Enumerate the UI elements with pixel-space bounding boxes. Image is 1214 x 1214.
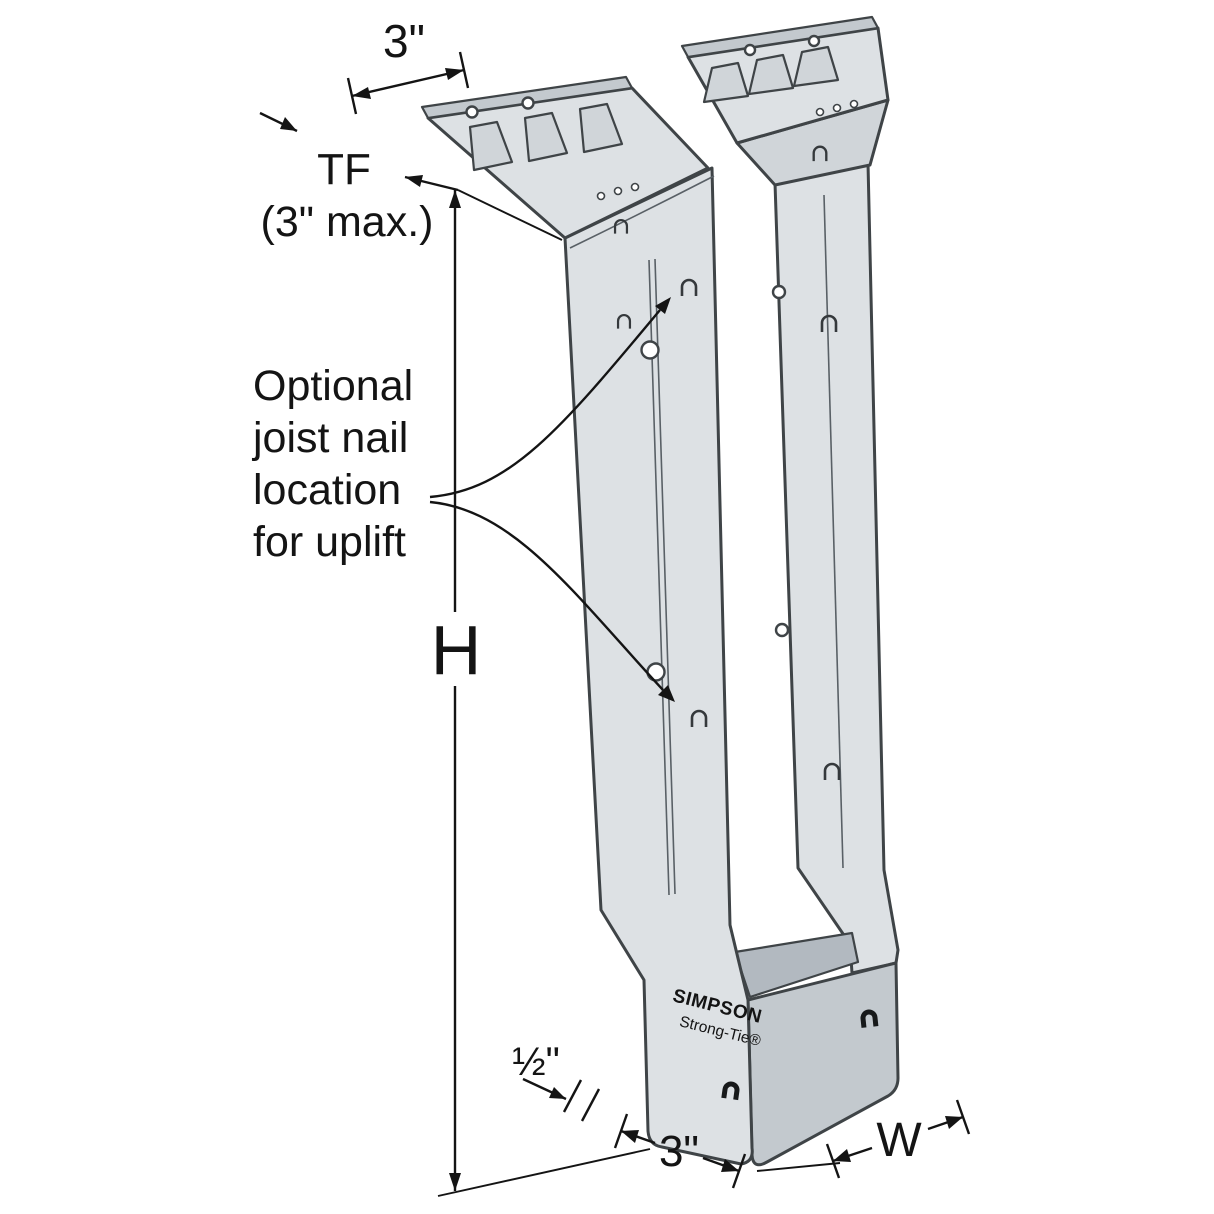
tf-max-label: (3" max.) xyxy=(261,198,434,246)
dimension-width: W xyxy=(756,1099,971,1179)
front-top-flange xyxy=(420,75,710,240)
bent-nail-tab-icon xyxy=(721,1081,740,1101)
back-flange-pilot-hole xyxy=(815,107,825,117)
back-stile xyxy=(771,161,900,975)
front-stile: SIMPSON Strong-Tie® xyxy=(563,166,764,1166)
extension-line xyxy=(756,1162,841,1172)
tick-line xyxy=(580,1088,601,1122)
arrowhead-icon xyxy=(352,87,371,99)
width-label: W xyxy=(876,1114,922,1167)
arrowhead-icon xyxy=(280,117,297,131)
flange-width-label: 3" xyxy=(383,15,425,67)
front-stile-crease-line xyxy=(648,259,670,896)
nail-tab-icon xyxy=(820,314,838,332)
height-label: H xyxy=(431,611,482,689)
dimension-line xyxy=(351,68,465,98)
front-flange-pilot-hole xyxy=(630,182,640,192)
nail-tab-icon xyxy=(823,762,841,780)
callout-uplift-nails: Optional joist nail location for uplift xyxy=(251,297,675,702)
seat-box xyxy=(733,931,900,1167)
back-flange-hole xyxy=(807,34,821,48)
nail-tab-icon xyxy=(613,218,629,234)
callout-line: location xyxy=(253,466,401,514)
back-flange-gusset xyxy=(747,53,795,96)
front-flange-gusset xyxy=(523,111,569,163)
extension-line xyxy=(437,1148,651,1197)
arrowhead-icon xyxy=(833,1149,851,1162)
front-stile-bend-line xyxy=(569,175,715,249)
joist-nail-hole xyxy=(646,662,666,682)
half-inch-label: ½" xyxy=(512,1040,560,1084)
nail-tab-icon xyxy=(812,145,828,162)
joist-nail-hole xyxy=(640,340,660,360)
arrowhead-icon xyxy=(655,297,671,314)
label-mask xyxy=(430,612,482,686)
arrowhead-icon xyxy=(549,1087,566,1099)
back-stile-hole xyxy=(771,284,787,300)
extension-line xyxy=(457,189,563,241)
back-flange-hole xyxy=(743,43,757,57)
front-flange-hole xyxy=(465,105,479,119)
back-flange-pilot-hole xyxy=(849,99,859,109)
arrowhead-icon xyxy=(449,1173,461,1191)
back-flange-edge xyxy=(680,15,880,59)
back-flange-pilot-hole xyxy=(832,103,842,113)
bent-nail-tab-icon xyxy=(860,1009,879,1028)
arrowhead-icon xyxy=(945,1116,963,1129)
uplift-nail-tab-icon xyxy=(680,278,698,296)
dimension-height: H xyxy=(430,190,651,1197)
callout-line: joist nail xyxy=(251,414,408,462)
arrowhead-icon xyxy=(445,68,464,80)
dimension-flange-width: 3" xyxy=(346,15,470,115)
dimension-tf: TF (3" max.) xyxy=(259,111,563,246)
arrowhead-icon xyxy=(721,1159,739,1172)
front-stile-crease-line xyxy=(654,258,676,895)
dimension-half-inch: ½" xyxy=(512,1040,601,1122)
back-stile-crease-line xyxy=(823,194,844,869)
uplift-nail-tab-icon xyxy=(690,709,708,727)
seat-right-face xyxy=(746,961,900,1167)
front-flange-gusset xyxy=(468,120,514,172)
front-flange-hole xyxy=(521,96,535,110)
callout-line: Optional xyxy=(253,362,413,410)
leader-line xyxy=(429,500,664,691)
front-flange-pilot-hole xyxy=(596,191,606,201)
dimension-seat-depth: 3" xyxy=(613,1113,747,1189)
back-flange-gusset xyxy=(702,61,750,104)
arrowhead-icon xyxy=(621,1130,639,1143)
front-flange-pilot-hole xyxy=(613,186,623,196)
back-flange-gusset xyxy=(792,45,840,88)
front-flange-gusset xyxy=(578,102,624,154)
callout-line: for uplift xyxy=(253,518,406,566)
tf-label: TF xyxy=(317,145,371,194)
leader-line xyxy=(429,309,661,499)
arrowhead-icon xyxy=(405,175,423,187)
back-top-flange xyxy=(680,15,890,187)
nail-tab-icon xyxy=(616,313,632,329)
arrowhead-icon xyxy=(658,685,675,702)
tick-line xyxy=(562,1079,583,1113)
back-stile-hole xyxy=(774,622,790,638)
back-stile-face xyxy=(773,161,900,975)
seat-depth-label: 3" xyxy=(659,1127,699,1176)
arrowhead-icon xyxy=(449,190,461,208)
